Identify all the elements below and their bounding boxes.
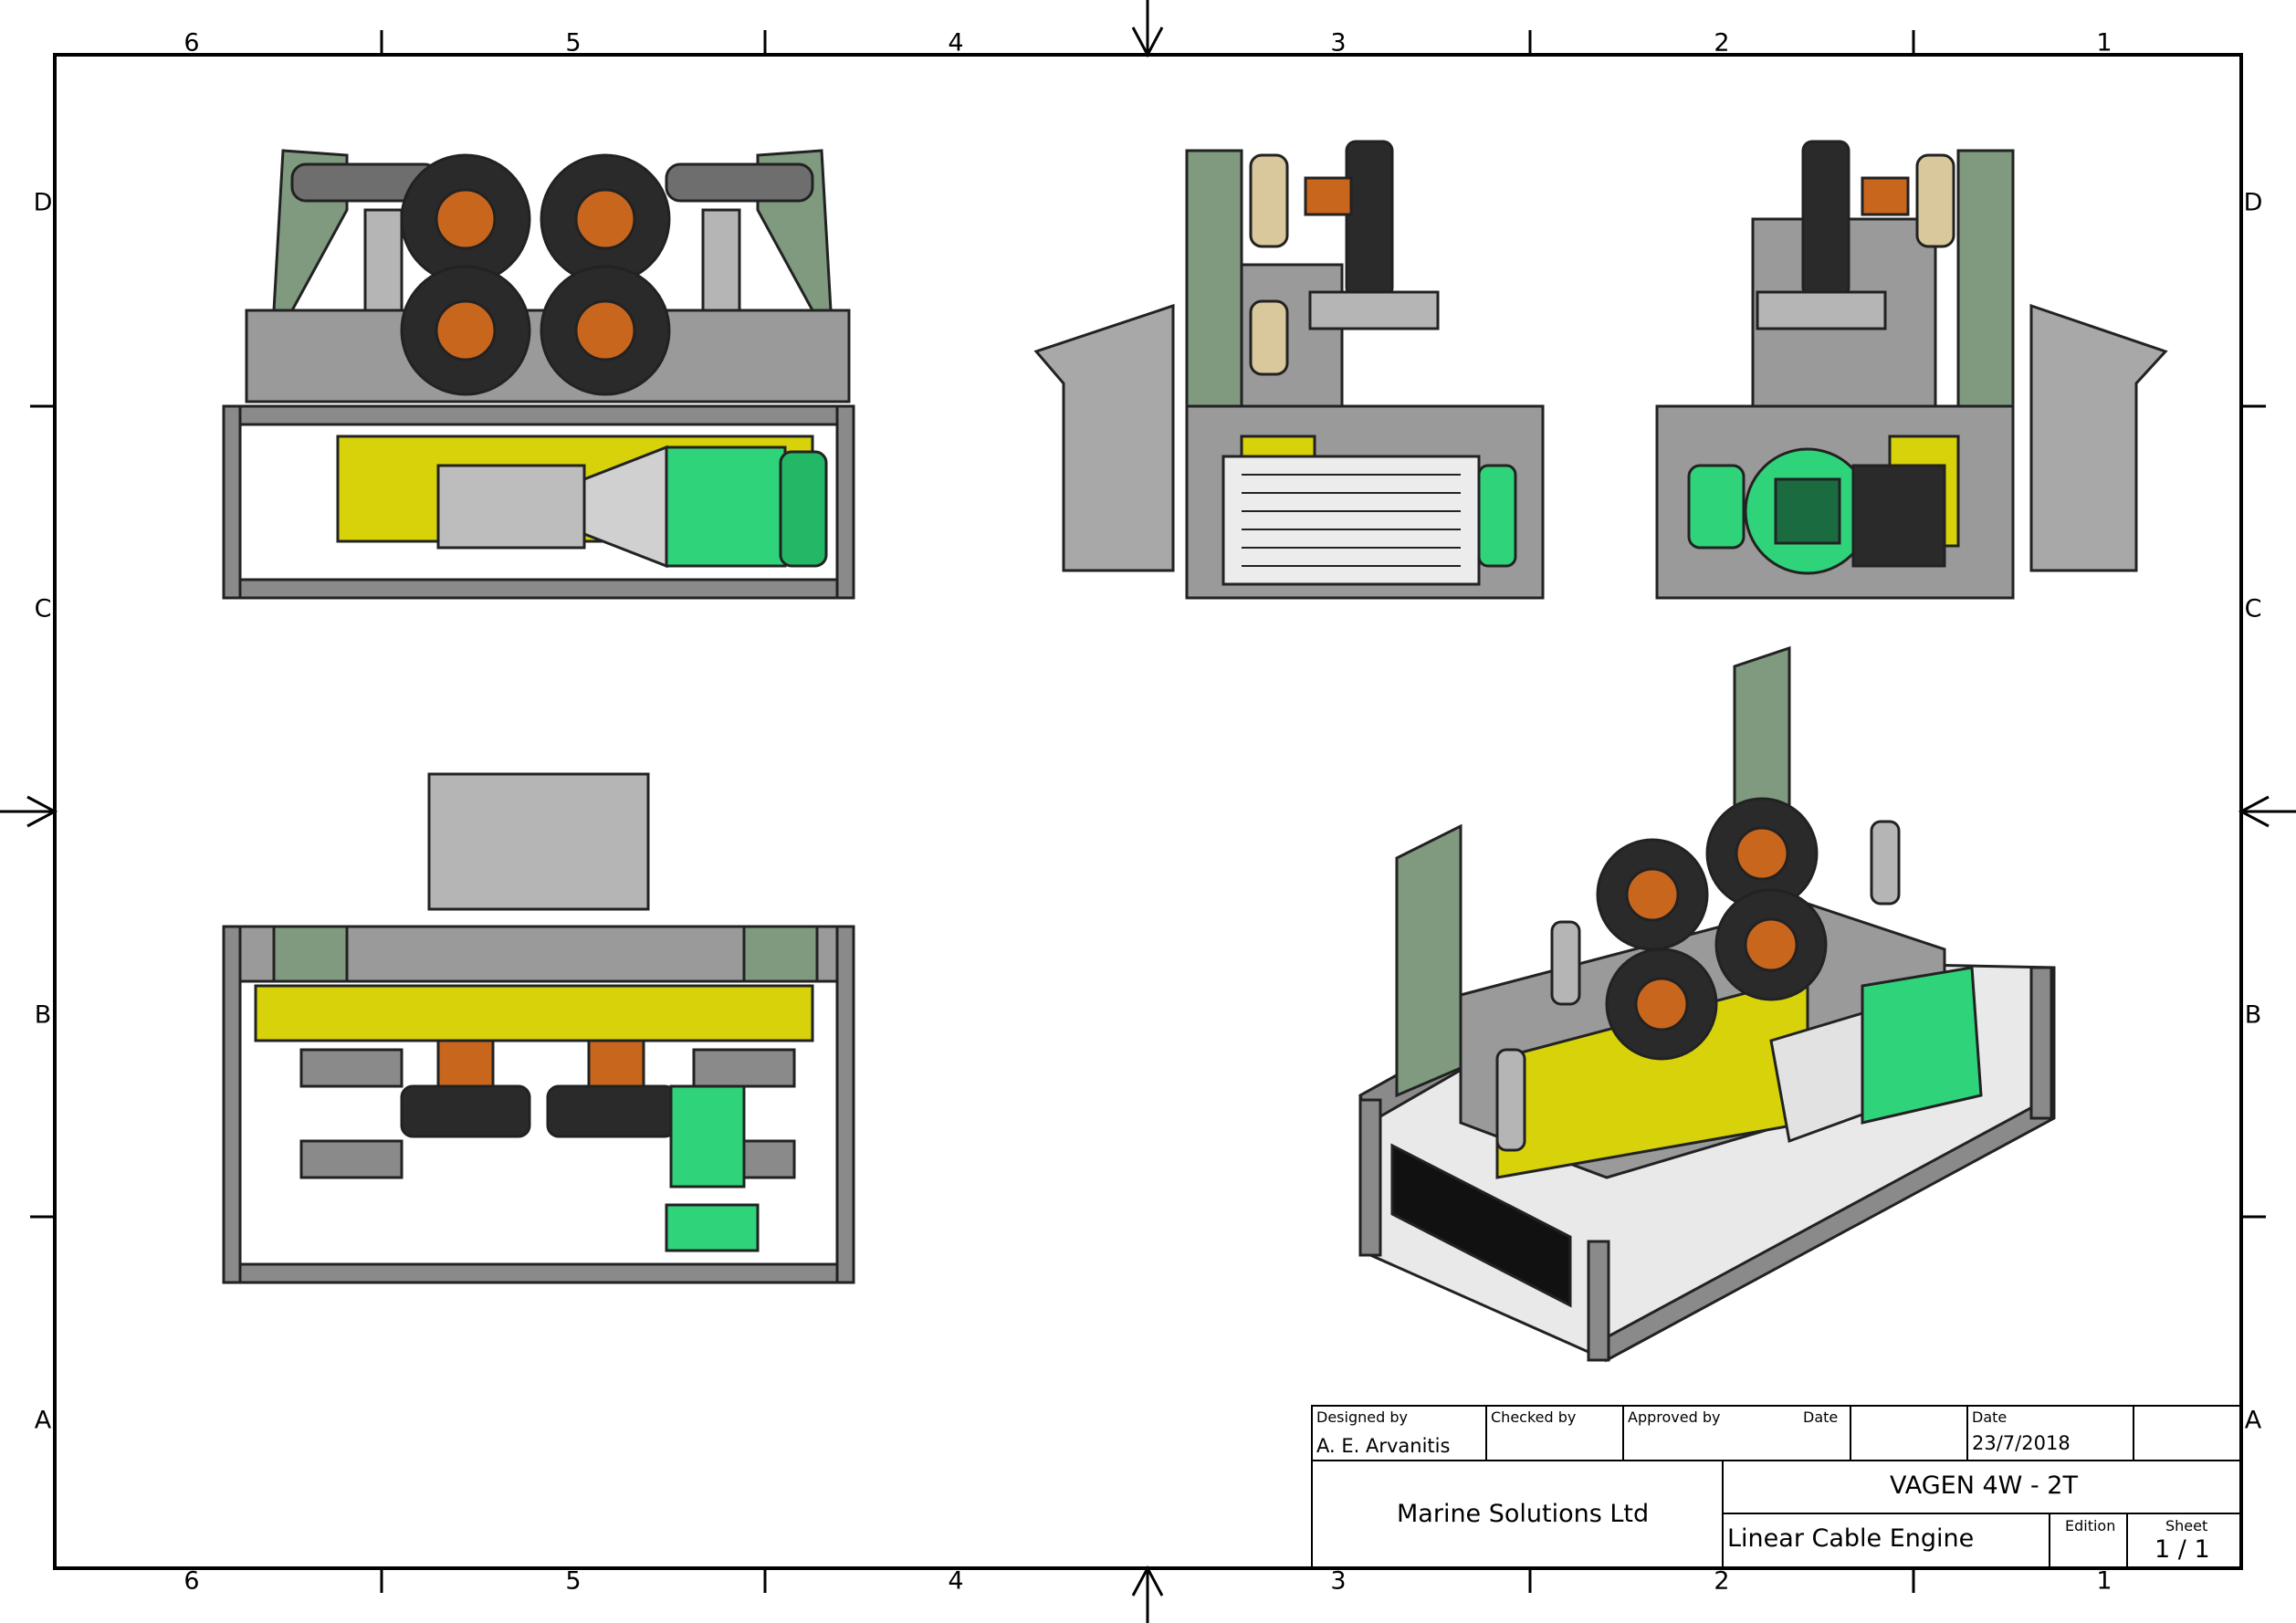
drawing-subtitle: Linear Cable Engine xyxy=(1727,1524,1975,1553)
company-name: Marine Solutions Ltd xyxy=(1397,1500,1650,1528)
row-label-b-right: B xyxy=(2244,1000,2262,1030)
sheet-number: 1 / 1 xyxy=(2154,1535,2210,1564)
column-label-6-top: 6 xyxy=(183,28,200,58)
row-label-a-right: A xyxy=(2244,1406,2262,1435)
column-label-4-top: 4 xyxy=(948,28,964,58)
approved-by-label: Approved by xyxy=(1628,1408,1721,1426)
date-label: Date xyxy=(1972,1408,2008,1426)
date-value: 23/7/2018 xyxy=(1972,1432,2071,1454)
column-label-5-top: 5 xyxy=(565,28,582,58)
zone-ticks xyxy=(30,30,2266,1593)
drawing-title: VAGEN 4W - 2T xyxy=(1890,1471,2078,1500)
edition-label: Edition xyxy=(2065,1517,2116,1534)
column-label-2-bottom: 2 xyxy=(1714,1566,1730,1596)
column-label-3-top: 3 xyxy=(1330,28,1347,58)
row-label-c-left: C xyxy=(34,594,52,623)
column-label-2-top: 2 xyxy=(1714,28,1730,58)
designed-by-value: A. E. Arvanitis xyxy=(1316,1435,1451,1457)
row-label-a-left: A xyxy=(34,1406,52,1435)
column-label-5-bottom: 5 xyxy=(565,1566,582,1596)
column-label-3-bottom: 3 xyxy=(1330,1566,1347,1596)
row-label-b-left: B xyxy=(34,1000,52,1030)
sheet-label: Sheet xyxy=(2165,1517,2208,1534)
side-view-left xyxy=(1033,140,1545,600)
designed-by-label: Designed by xyxy=(1316,1408,1408,1426)
column-label-1-top: 1 xyxy=(2096,28,2113,58)
side-view-right xyxy=(1655,140,2168,600)
row-label-d-right: D xyxy=(2243,188,2263,217)
column-label-1-bottom: 1 xyxy=(2096,1566,2113,1596)
checked-by-label: Checked by xyxy=(1491,1408,1577,1426)
column-label-6-bottom: 6 xyxy=(183,1566,200,1596)
row-label-d-left: D xyxy=(33,188,53,217)
row-label-c-right: C xyxy=(2244,594,2262,623)
isometric-view xyxy=(1358,645,2056,1363)
approval-date-label: Date xyxy=(1803,1408,1839,1426)
title-block xyxy=(1311,1405,2242,1569)
column-label-4-bottom: 4 xyxy=(948,1566,964,1596)
front-view xyxy=(222,149,855,600)
top-view xyxy=(222,772,855,1284)
